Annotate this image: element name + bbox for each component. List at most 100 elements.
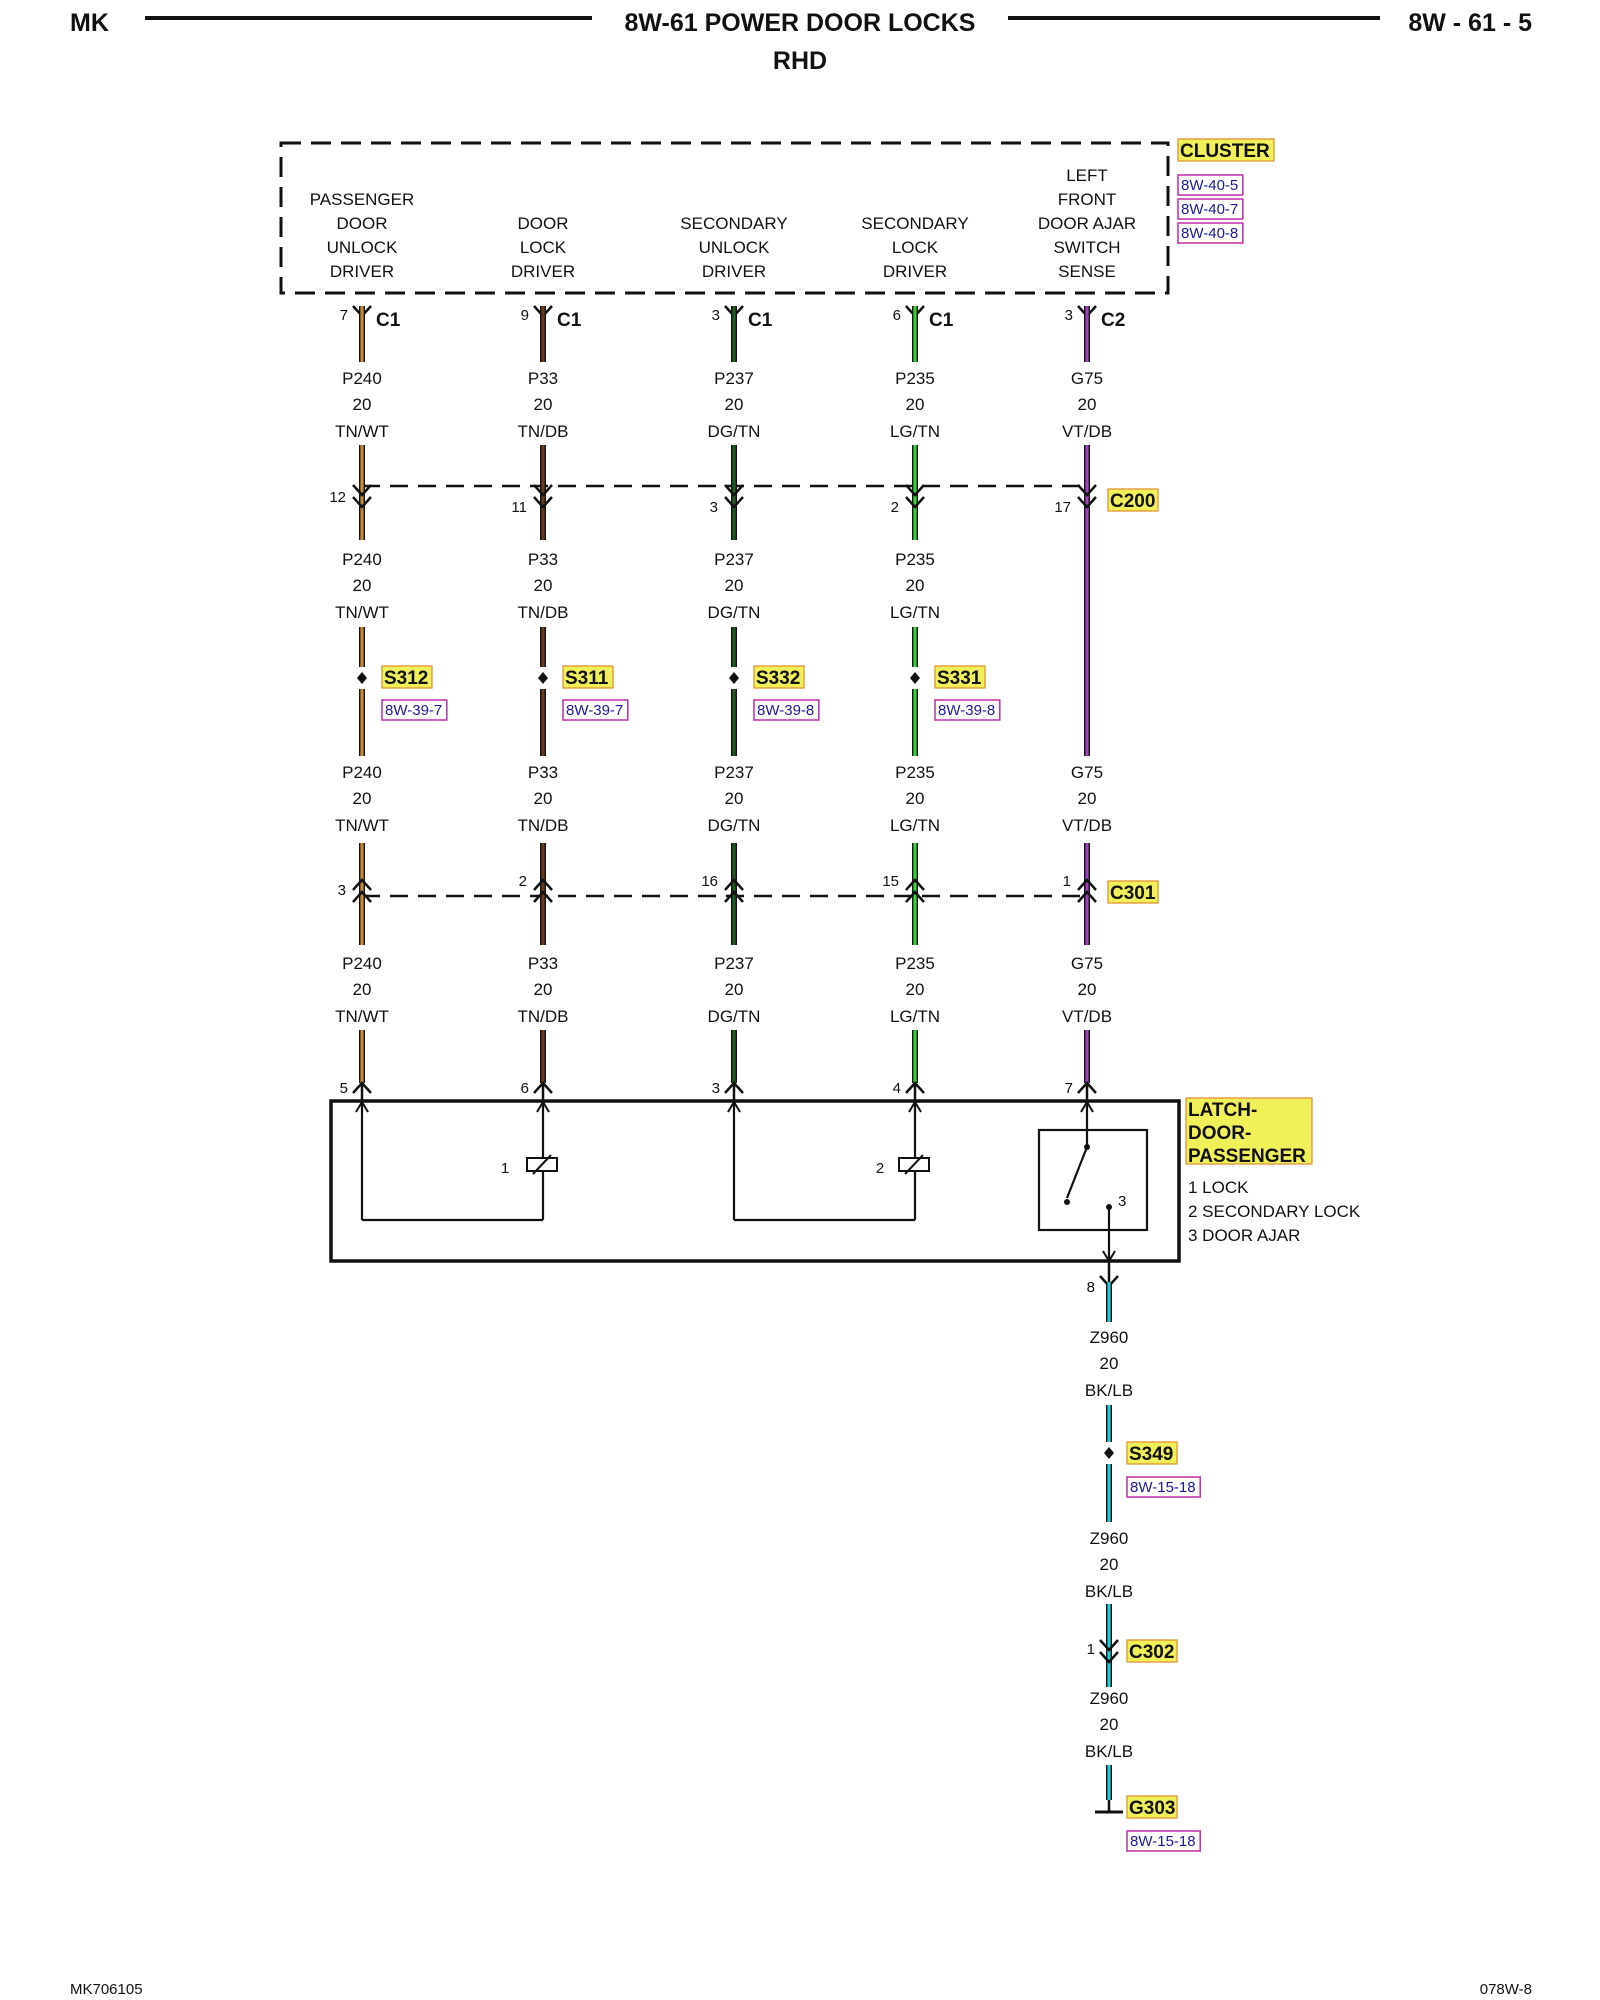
page-title: 8W-61 POWER DOOR LOCKS	[625, 9, 976, 37]
wire-p237-splice-tag-highlight	[753, 665, 805, 689]
wire-p240-label-4-color: TN/WT	[335, 1007, 389, 1026]
c200-tag: C200	[1107, 488, 1159, 512]
wire-g75-label-4-gauge: 20	[1078, 980, 1097, 999]
wire-p237-splice-ref-text: 8W-39-8	[757, 702, 814, 719]
wire-p237-label-2-color: DG/TN	[708, 603, 761, 622]
z960-label-1-color: BK/LB	[1085, 1381, 1133, 1400]
wire-p33-c200-pin: 11	[511, 499, 527, 516]
wire-p33-label-1-gauge: 20	[534, 395, 553, 414]
wire-p235-label-1-circuit: P235	[895, 369, 935, 388]
loop2-arrow-right	[908, 1100, 922, 1113]
z960-label-1-gauge: 20	[1100, 1354, 1119, 1373]
g303-ref-box	[1126, 1830, 1201, 1852]
wire-p33-label-3-circuit: P33	[528, 763, 558, 782]
cluster-circuit-labels: PASSENGERDOORUNLOCKDRIVERDOORLOCKDRIVERS…	[310, 166, 1136, 281]
wire-p33-splice-tag-label: S311	[565, 668, 609, 689]
c302-pin: 1	[1087, 1641, 1095, 1658]
loop1-arrow-left	[355, 1100, 369, 1113]
cluster-circuit-4-line-1: FRONT	[1058, 190, 1117, 209]
switch-pivot	[1064, 1199, 1070, 1205]
wire-p240-label-3-circuit: P240	[342, 763, 382, 782]
wire-p237-c301-pin: 16	[701, 873, 718, 890]
wire-g75-label-3-circuit: G75	[1071, 763, 1103, 782]
wire-p237-label-3-circuit: P237	[714, 763, 754, 782]
wire-p240-splice-tag-highlight	[381, 665, 433, 689]
wire-p235-label-3-gauge: 20	[906, 789, 925, 808]
wire-g75-label-4-circuit: G75	[1071, 954, 1103, 973]
coil-2-slash	[904, 1154, 924, 1175]
cluster-circuit-4-line-2: DOOR AJAR	[1038, 214, 1136, 233]
wire-p33-label-4-color: TN/DB	[518, 1007, 569, 1026]
wire-p33-splice-dot	[538, 672, 548, 684]
cluster-ref-1-box	[1177, 198, 1244, 220]
wire-p240-top-conn: C1	[376, 310, 401, 331]
wire-p33-label-2-gauge: 20	[534, 576, 553, 595]
wire-p33-splice-ref-text: 8W-39-7	[566, 702, 623, 719]
z960-label-2-circuit: Z960	[1090, 1529, 1129, 1548]
wire-p237-c301-lower	[724, 890, 744, 903]
wire-p237-label-3-gauge: 20	[725, 789, 744, 808]
latch-name-highlight	[1185, 1097, 1313, 1165]
wire-p237-c200-lower	[724, 496, 744, 509]
wire-p237-label-4-circuit: P237	[714, 954, 754, 973]
wire-p235-c301-pin: 15	[882, 873, 899, 890]
wire-p33-c301-pin: 2	[519, 873, 527, 890]
wire-p240-label-3-color: TN/WT	[335, 816, 389, 835]
wire-p235-splice-ref-box	[934, 699, 1001, 721]
door-ajar-switch-box	[1037, 1128, 1149, 1232]
z960-splice-ref-box	[1126, 1476, 1201, 1498]
wire-p33-splice-ref-box	[562, 699, 629, 721]
wire-p33-label-3-color: TN/DB	[518, 816, 569, 835]
wire-g75-label-3-color: VT/DB	[1062, 816, 1112, 835]
cluster-circuit-0-line-0: PASSENGER	[310, 190, 415, 209]
wire-g75-c200-pin: 17	[1054, 499, 1071, 516]
wire-p235-label-3-color: LG/TN	[890, 816, 940, 835]
wire-p235-splice-ref-text: 8W-39-8	[938, 702, 995, 719]
footer-ref: 078W-8	[1480, 1981, 1532, 1998]
wire-p33-label-1-circuit: P33	[528, 369, 558, 388]
wire-p237-label-2-circuit: P237	[714, 550, 754, 569]
cluster-circuit-3-line-1: LOCK	[892, 238, 939, 257]
cluster-circuit-1-line-1: LOCK	[520, 238, 567, 257]
wire-p240-splice-dot	[357, 672, 367, 684]
z960-label-2-color: BK/LB	[1085, 1582, 1133, 1601]
wire-p240-c301-lower	[352, 890, 372, 903]
wire-p237-splice-tag-label: S332	[756, 668, 800, 689]
wire-p240-label-2-gauge: 20	[353, 576, 372, 595]
cluster-circuit-2-line-0: SECONDARY	[680, 214, 787, 233]
wire-p235-c200-lower	[905, 496, 925, 509]
loop1-arrow-right	[536, 1100, 550, 1113]
cluster-circuit-2-line-2: DRIVER	[702, 262, 766, 281]
wire-p235-top-pin: 6	[893, 307, 901, 324]
wire-p240-label-3-gauge: 20	[353, 789, 372, 808]
wire-p235-label-2-color: LG/TN	[890, 603, 940, 622]
wire-p33-c200-upper	[533, 484, 553, 497]
ground-latch-pin: 8	[1087, 1279, 1095, 1296]
model-code: MK	[70, 9, 109, 37]
c301-highlight	[1107, 880, 1159, 904]
wire-p240-label-4-circuit: P240	[342, 954, 382, 973]
z960-splice-tag-highlight	[1126, 1441, 1178, 1465]
g303-ref-text: 8W-15-18	[1130, 1833, 1196, 1850]
wire-p235-label-1-gauge: 20	[906, 395, 925, 414]
wire-p240-splice-ref-box	[381, 699, 448, 721]
coil-1-label: 1	[501, 1160, 509, 1177]
wire-p235-label-4-color: LG/TN	[890, 1007, 940, 1026]
wire-p33-label-2-circuit: P33	[528, 550, 558, 569]
wire-g75-top-conn: C2	[1101, 310, 1125, 331]
cluster-highlight	[1177, 138, 1275, 162]
latch-legend-2: 3 DOOR AJAR	[1188, 1226, 1300, 1245]
wire-p240-splice-ref-text: 8W-39-7	[385, 702, 442, 719]
wire-p33-c301-upper	[533, 878, 553, 891]
wire-p237-splice-dot	[729, 672, 739, 684]
wire-p237-latch-pin: 3	[712, 1080, 720, 1097]
coil-1-slash	[532, 1154, 552, 1175]
wire-g75-label-1-gauge: 20	[1078, 395, 1097, 414]
wire-p235-top-conn: C1	[929, 310, 954, 331]
wire-p240-latch-pin: 5	[340, 1080, 348, 1097]
wire-p237-c301-upper	[724, 878, 744, 891]
